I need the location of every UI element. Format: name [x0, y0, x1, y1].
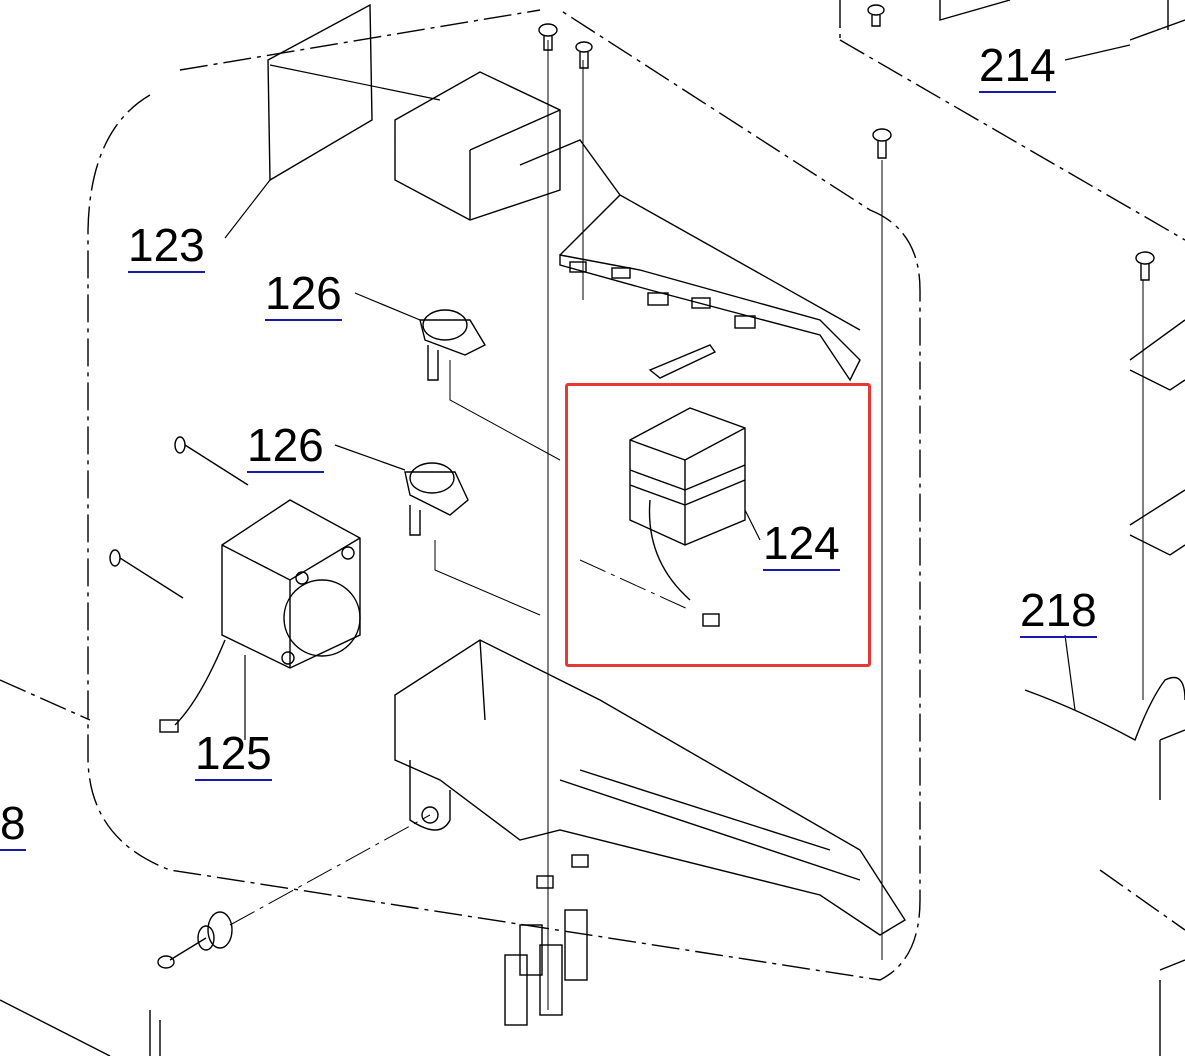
plate-123	[267, 3, 373, 182]
upper-duct	[394, 71, 861, 382]
thermostat-126-lower	[404, 462, 469, 536]
callout-126-lower: 126	[247, 419, 324, 473]
callout-8: 8	[0, 797, 26, 851]
bracket	[648, 344, 717, 379]
assembly-boundary	[87, 9, 921, 981]
callout-123: 123	[128, 219, 205, 273]
wire-218	[1024, 676, 1185, 742]
long-screw	[109, 436, 249, 599]
nuts	[536, 854, 589, 889]
callout-214: 214	[979, 39, 1056, 93]
heater-124	[629, 407, 746, 627]
fan-125	[159, 499, 361, 733]
leader-lines	[224, 44, 1131, 740]
callout-125: 125	[195, 727, 272, 781]
callout-126-upper: 126	[265, 267, 342, 321]
screw-icon	[538, 4, 1155, 281]
grommet	[157, 911, 233, 969]
upper-duct-tabs	[569, 261, 756, 329]
callout-218: 218	[1020, 584, 1097, 638]
highlight-box-124	[565, 383, 871, 667]
callout-124: 124	[763, 517, 840, 571]
terminal-connectors	[504, 909, 588, 1026]
screw-axis	[547, 40, 1144, 1010]
thermostat-126-upper	[419, 309, 486, 381]
part-214	[939, 0, 1185, 41]
lower-duct	[394, 639, 906, 936]
dash-line-right	[0, 0, 1185, 931]
